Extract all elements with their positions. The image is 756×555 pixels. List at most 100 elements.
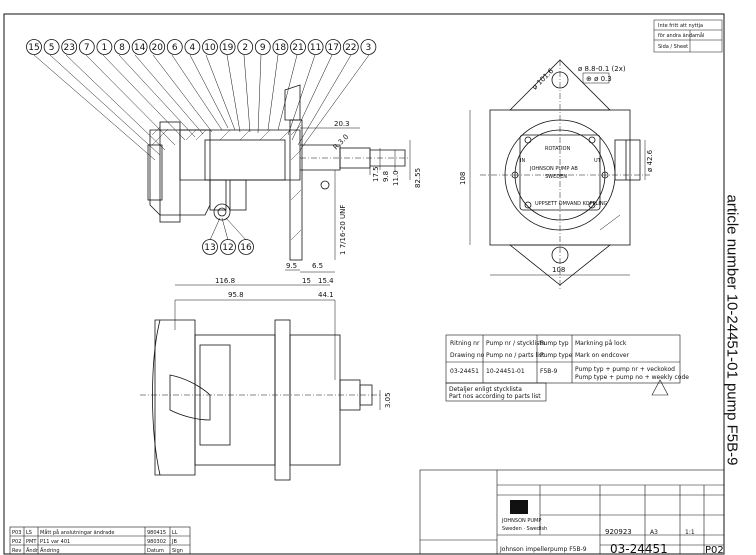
- revision-cell: 980415: [147, 530, 166, 536]
- balloon-9: 9: [254, 39, 271, 55]
- svg-text:1: 1: [102, 43, 108, 53]
- svg-text:9: 9: [260, 43, 266, 53]
- svg-text:14: 14: [134, 43, 146, 53]
- mt-h1-en: Drawing no: [450, 352, 485, 359]
- tb-revision: P02: [705, 545, 724, 555]
- svg-text:12: 12: [222, 243, 233, 253]
- warning-icon: [651, 379, 669, 396]
- dim-116-8: 116.8: [215, 277, 235, 285]
- mt-h2-en: Pump no / parts list: [486, 352, 545, 359]
- dim-95-8: 95.8: [228, 291, 244, 299]
- mt-r4-en: Pump type + pump no + weekly code: [575, 374, 689, 381]
- dim-9-8: 9.8: [382, 171, 390, 182]
- dim-6-5: 6.5: [312, 262, 323, 270]
- company-logo-icon: [510, 500, 528, 514]
- balloon-7: 7: [78, 39, 95, 55]
- tb-format: A3: [650, 529, 658, 536]
- svg-text:11: 11: [310, 43, 321, 53]
- svg-text:17: 17: [327, 43, 338, 53]
- sheet-border: [3, 13, 725, 555]
- balloon-10: 10: [202, 39, 218, 55]
- dim-44-1: 44.1: [318, 291, 334, 299]
- svg-text:16: 16: [240, 243, 252, 253]
- stamp-line3: Sida / Sheet: [658, 44, 688, 50]
- balloon-15: 15: [26, 39, 42, 55]
- balloon-5: 5: [43, 39, 60, 55]
- nameplate-brand: JOHNSON PUMP AB: [529, 166, 578, 172]
- balloon-6: 6: [166, 39, 183, 55]
- balloon-16: 16: [238, 239, 254, 255]
- dim-15: 15: [302, 277, 311, 285]
- nameplate-in: IN: [520, 158, 525, 164]
- balloon-2: 2: [237, 39, 254, 55]
- revision-cell: Ändr: [26, 547, 39, 554]
- dim-thread: 1 7/16-20 UNF: [339, 205, 347, 255]
- tb-title: Johnson impellerpump F5B-9: [499, 546, 587, 553]
- balloon-21: 21: [290, 39, 306, 55]
- revision-cell: Sign: [172, 548, 183, 554]
- svg-text:5: 5: [49, 43, 55, 53]
- revision-cell: P02: [12, 539, 21, 545]
- revision-cell: PMT: [26, 539, 37, 545]
- revision-cell: LL: [172, 530, 178, 536]
- svg-text:15: 15: [28, 43, 39, 53]
- section-view: [33, 54, 408, 261]
- svg-text:2: 2: [242, 43, 248, 53]
- mt-r1: 03-24451: [450, 368, 479, 375]
- balloon-20: 20: [149, 39, 166, 55]
- revision-cell: Ändring: [40, 547, 60, 554]
- balloon-18: 18: [272, 39, 289, 55]
- revision-table: [9, 526, 191, 555]
- mt-note2: Part nos according to parts list: [449, 393, 541, 400]
- mt-h4-en: Mark on endcover: [575, 352, 630, 359]
- balloon-22: 22: [342, 39, 359, 55]
- dim-r3: R 3.0: [332, 133, 351, 152]
- svg-text:8: 8: [119, 43, 125, 53]
- svg-text:7: 7: [84, 43, 90, 53]
- svg-text:18: 18: [275, 43, 287, 53]
- balloon-17: 17: [325, 39, 342, 55]
- dim-108-h: 108: [552, 266, 565, 274]
- revision-cell: P11 var 401: [40, 539, 70, 545]
- mt-h2: Pump nr / stycklista: [486, 340, 546, 347]
- dim-11: 11.0: [392, 170, 400, 186]
- dim-3-05: 3.05: [384, 392, 392, 408]
- corner-stamp: [653, 19, 723, 53]
- dim-hole: ø 8.8-0.1 (2x): [578, 65, 626, 73]
- tb-scale: 1:1: [685, 529, 695, 536]
- svg-text:21: 21: [292, 43, 303, 53]
- title-block: [419, 469, 725, 555]
- dimension-lines: [175, 127, 411, 301]
- svg-text:22: 22: [345, 43, 356, 53]
- nameplate-out: UT: [594, 158, 602, 164]
- dim-42-6: ø 42.6: [646, 149, 654, 172]
- tb-date: 920923: [605, 528, 632, 536]
- side-view: [140, 300, 381, 481]
- end-view: [469, 59, 650, 290]
- nameplate: ROTATION JOHNSON PUMP AB SWEDEN IN UT UP…: [520, 146, 608, 207]
- revision-cell: JB: [171, 539, 177, 545]
- svg-text:4: 4: [190, 43, 196, 53]
- mt-h4: Markning på lock: [575, 340, 627, 347]
- marking-table: [445, 334, 681, 402]
- dim-17-5: 17.5: [372, 166, 380, 182]
- nameplate-country: SWEDEN: [545, 174, 567, 180]
- revision-cell: 980302: [147, 539, 166, 545]
- mt-r3: F5B-9: [540, 368, 558, 375]
- balloon-1: 1: [96, 39, 113, 55]
- mt-r2: 10-24451-01: [486, 368, 525, 375]
- balloon-11: 11: [307, 39, 324, 55]
- svg-text:3: 3: [366, 43, 372, 53]
- balloon-23: 23: [61, 39, 78, 55]
- balloon-8: 8: [114, 39, 130, 55]
- mt-h3: Pump typ: [540, 340, 569, 347]
- dim-82-55: 82.55: [414, 168, 422, 188]
- svg-text:19: 19: [222, 43, 234, 53]
- svg-text:6: 6: [172, 43, 178, 53]
- tb-drawing-number: 03-24451: [610, 542, 668, 555]
- dim-20-3: 20.3: [334, 120, 350, 128]
- revision-cell: P03: [12, 530, 21, 536]
- balloon-3: 3: [360, 39, 377, 55]
